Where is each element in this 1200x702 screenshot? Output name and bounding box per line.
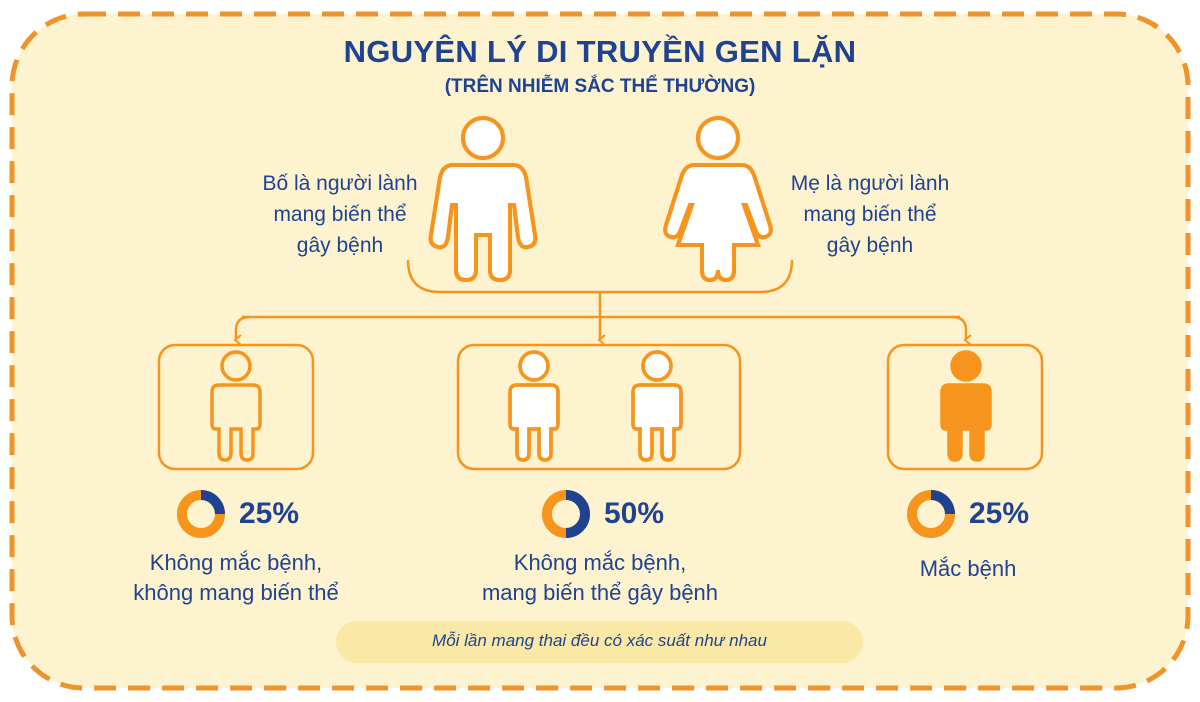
outcome-description: Không mắc bệnh, mang biến thể gây bệnh	[440, 548, 760, 608]
percent-label: 50%	[604, 497, 665, 530]
mother-desc-line: mang biến thể	[803, 203, 937, 226]
affected-child-box	[886, 343, 1044, 471]
page-subtitle: (TRÊN NHIỄM SẮC THỂ THƯỜNG)	[444, 76, 756, 97]
outcome-line: Không mắc bệnh,	[513, 550, 687, 575]
note-pill	[336, 621, 863, 663]
outcome-description: Không mắc bệnh, không mang biến thể	[96, 548, 376, 608]
background-panel	[9, 11, 1191, 691]
arrow-left	[233, 315, 251, 346]
father-description: Bố là người lành mang biến thể gây bệnh	[210, 168, 470, 261]
percent-donut	[907, 490, 955, 538]
donut-share-arc	[565, 490, 590, 538]
outcome-line: không mang biến thể	[133, 580, 339, 605]
percent-label: 25%	[969, 497, 1030, 530]
mother-description: Mẹ là người lành mang biến thể gây bệnh	[740, 168, 1000, 261]
donut-share-arc	[200, 490, 225, 515]
page-title: NGUYÊN LÝ DI TRUYỀN GEN LẶN	[343, 34, 857, 69]
outcome-line: Không mắc bệnh,	[149, 550, 323, 575]
outcome-description: Mắc bệnh	[868, 554, 1068, 584]
note-text: Mỗi lần mang thai đều có xác suất như nh…	[432, 631, 767, 650]
carrier-children-box	[456, 343, 742, 471]
outcome-line: mang biến thể gây bệnh	[481, 580, 719, 605]
percent-donut	[542, 490, 590, 538]
arrow-right	[951, 315, 972, 346]
unaffected-child-box	[157, 343, 315, 471]
percent-label: 25%	[239, 497, 300, 530]
father-desc-line: Bố là người lành	[262, 172, 418, 195]
percent-donut	[177, 490, 225, 538]
father-desc-line: mang biến thể	[273, 203, 407, 226]
father-desc-line: gây bệnh	[296, 234, 384, 257]
donut-share-arc	[930, 490, 955, 515]
mother-desc-line: gây bệnh	[826, 234, 914, 257]
mother-desc-line: Mẹ là người lành	[790, 172, 950, 195]
outcome-line: Mắc bệnh	[919, 556, 1017, 581]
